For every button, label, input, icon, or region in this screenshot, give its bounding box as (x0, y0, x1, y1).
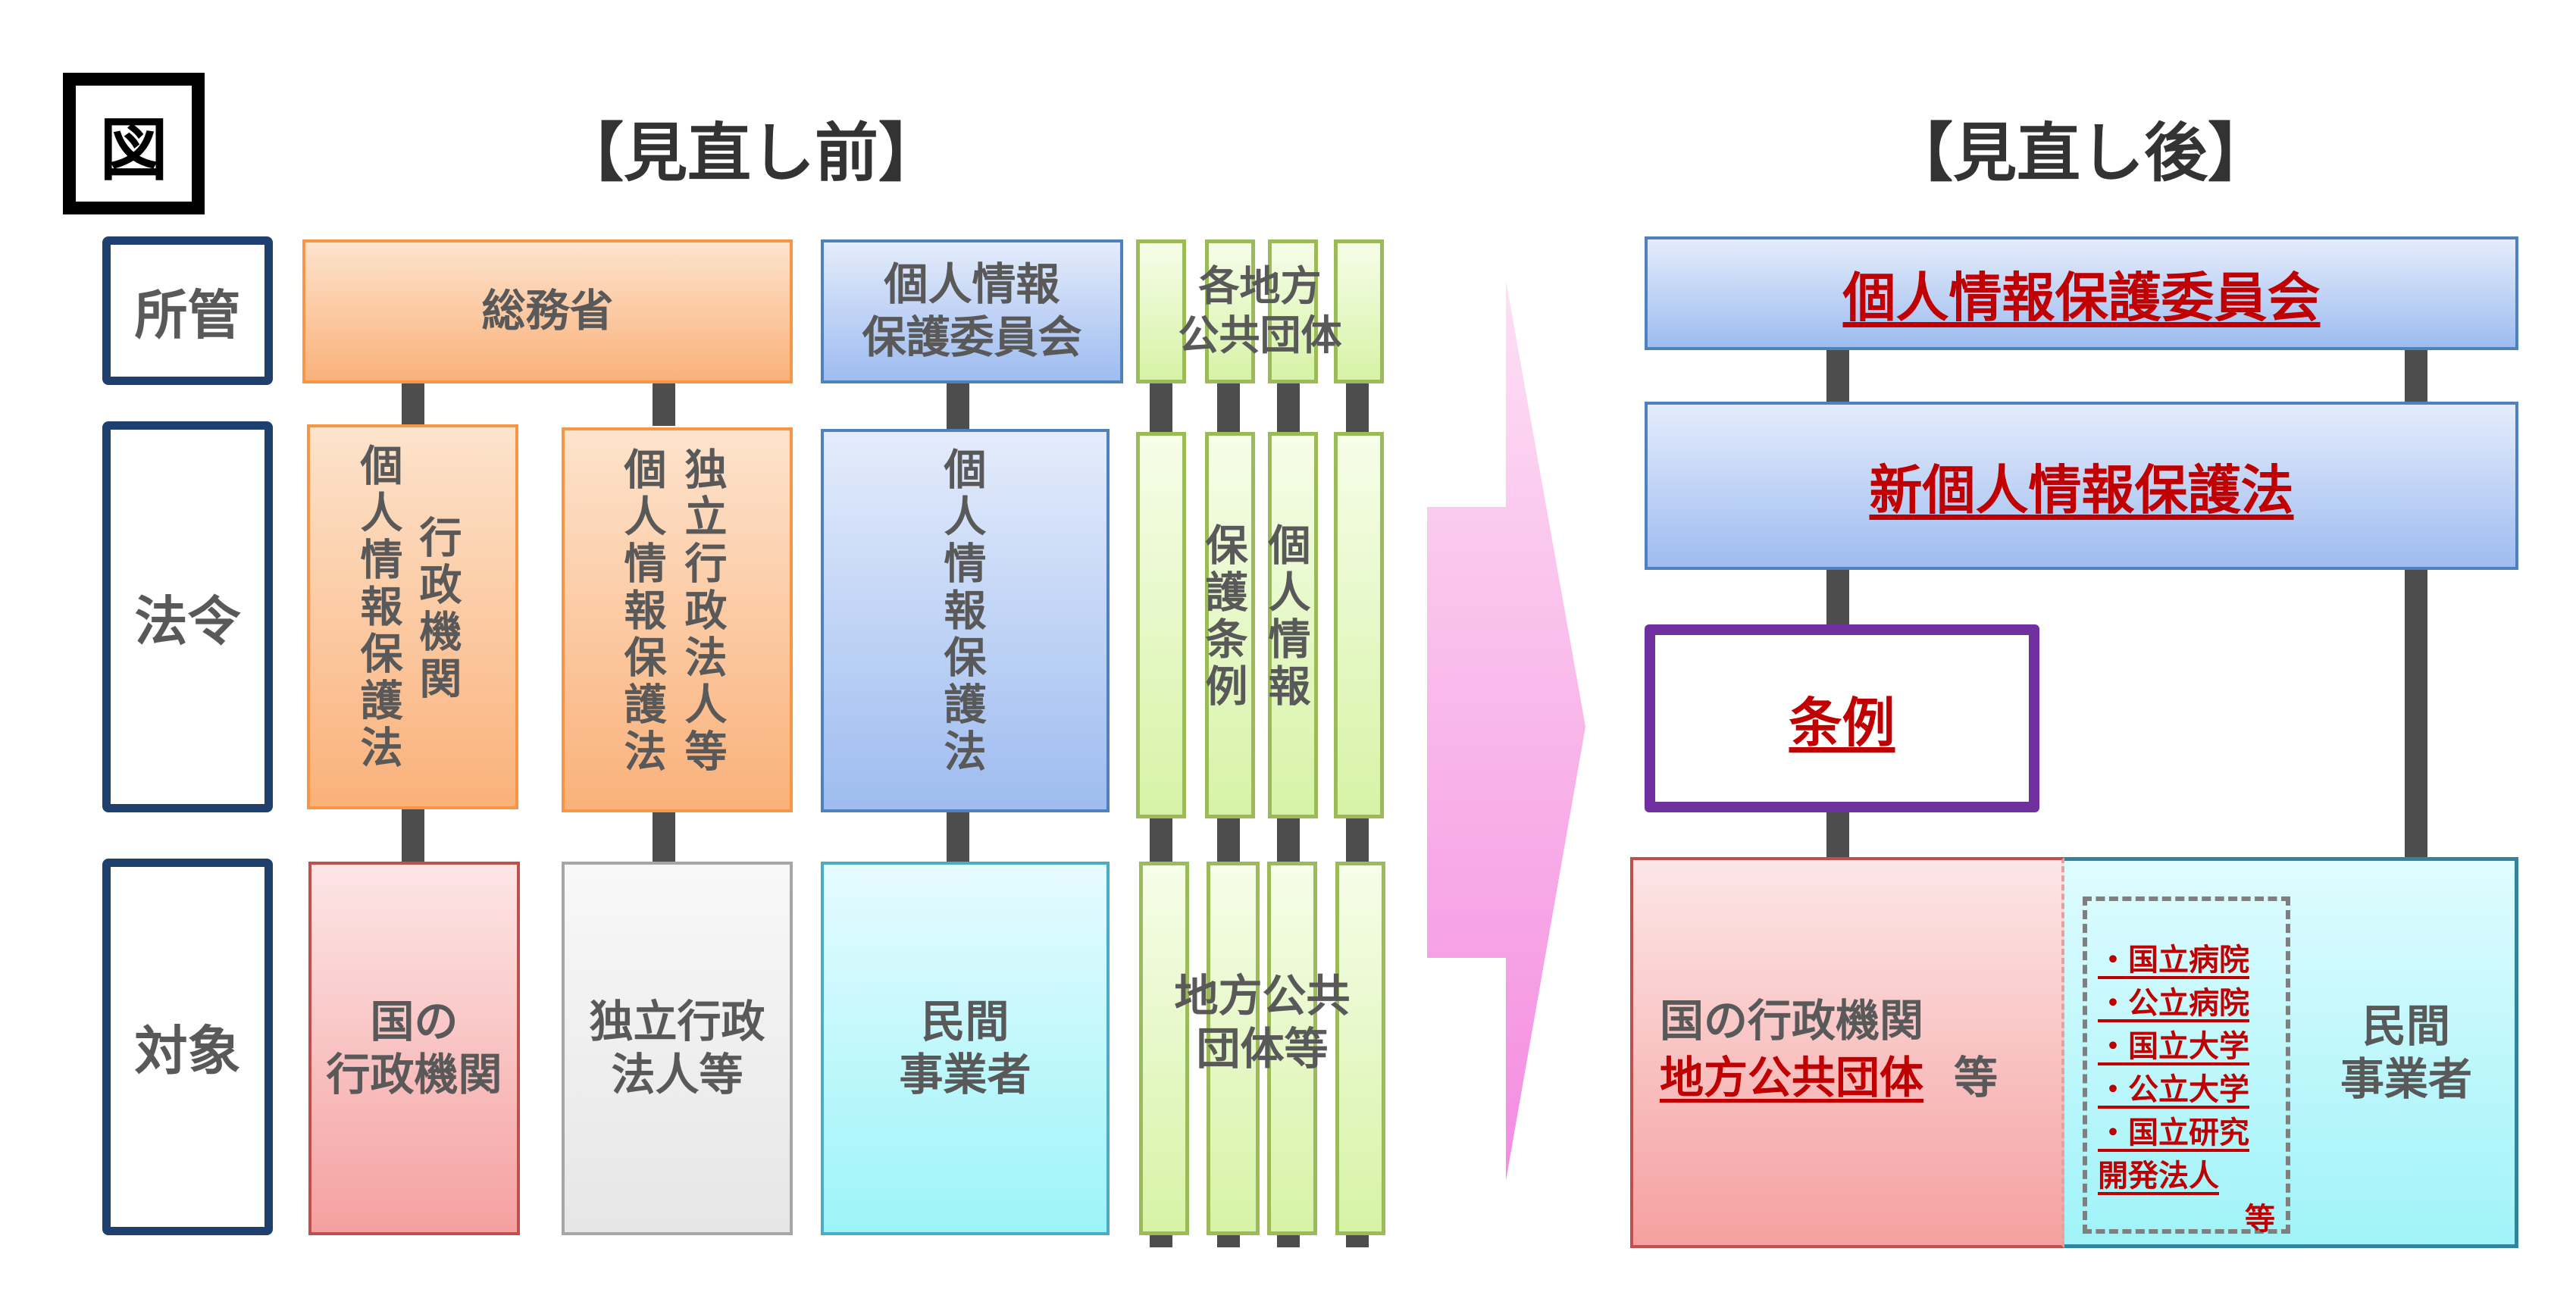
row-label-target: 対象 (102, 859, 273, 1235)
local-column (1334, 239, 1384, 383)
new-law-box: 新個人情報保護法 (1645, 402, 2518, 570)
public-suffix: 等 (1954, 1052, 1999, 1104)
local-law-col1: 保護条例 (1198, 523, 1247, 711)
ppc-after-text: 個人情報保護委員会 (1842, 266, 2321, 329)
row-label-law: 法令 (102, 421, 273, 812)
institution-item: ・国立研究開発法人 (2098, 1115, 2249, 1194)
before-title: 【見直し前】 (559, 115, 942, 190)
institution-item: ・国立大学 (2098, 1029, 2249, 1064)
ppc-box-after: 個人情報保護委員会 (1645, 236, 2518, 350)
local-column (1205, 432, 1255, 818)
institution-item: ・公立大学 (2098, 1072, 2249, 1107)
connector (653, 808, 675, 862)
institutions-suffix: 等 (2245, 1202, 2275, 1237)
connector (947, 383, 969, 429)
local-govs-label: 各地方 公共団体 (1178, 262, 1342, 359)
connector (402, 383, 424, 426)
public-line2: 地方公共団体 (1660, 1052, 1924, 1104)
private-after: 民間 事業者 (2340, 1000, 2472, 1105)
after-title: 【見直し後】 (1889, 115, 2271, 190)
inc-law-col1: 独立行政法人等 (678, 447, 727, 776)
target-inc: 独立行政 法人等 (562, 862, 793, 1235)
private-law-text: 個人情報保護法 (937, 447, 986, 776)
local-column (1139, 862, 1189, 1235)
institution-item: ・公立病院 (2098, 986, 2249, 1021)
new-law-text: 新個人情報保護法 (1869, 458, 2294, 521)
local-column (1335, 862, 1385, 1235)
admin-law-col2: 個人情報保護法 (353, 443, 402, 772)
inc-law-box (562, 427, 793, 812)
private-law-box (821, 429, 1110, 812)
public-line1: 国の行政機関 (1660, 995, 1924, 1047)
local-law-col2: 個人情報 (1261, 523, 1310, 711)
local-column (1205, 239, 1255, 383)
figure-label: 図 (63, 73, 205, 214)
target-local: 地方公共 団体等 (1174, 970, 1351, 1075)
target-admin: 国の 行政機関 (308, 862, 520, 1235)
connector (947, 811, 969, 862)
connector (653, 383, 675, 426)
institutions-box: ・国立病院 ・公立病院 ・国立大学 ・公立大学 ・国立研究開発法人 等 (2083, 896, 2290, 1237)
local-column (1207, 862, 1260, 1235)
ordinance-text: 条例 (1789, 691, 1895, 754)
row-label-jurisdiction: 所管 (102, 236, 273, 385)
institution-item: ・国立病院 (2098, 943, 2249, 978)
local-column (1268, 239, 1318, 383)
connector (402, 808, 424, 862)
target-private: 民間 事業者 (821, 862, 1110, 1235)
public-sector-text: 国の行政機関 地方公共団体等 (1660, 993, 2054, 1107)
ppc-box-before: 個人情報 保護委員会 (821, 239, 1123, 383)
ordinance-box: 条例 (1645, 624, 2039, 812)
local-column (1136, 239, 1186, 383)
somusho-box: 総務省 (302, 239, 793, 383)
admin-law-col1: 行政機関 (412, 515, 462, 703)
admin-law-box (307, 424, 518, 809)
local-column (1268, 432, 1318, 818)
local-column (1267, 862, 1317, 1235)
inc-law-col2: 個人情報保護法 (617, 447, 666, 776)
local-column (1136, 432, 1186, 818)
public-sector-area (1630, 857, 2064, 1248)
local-column (1334, 432, 1384, 818)
